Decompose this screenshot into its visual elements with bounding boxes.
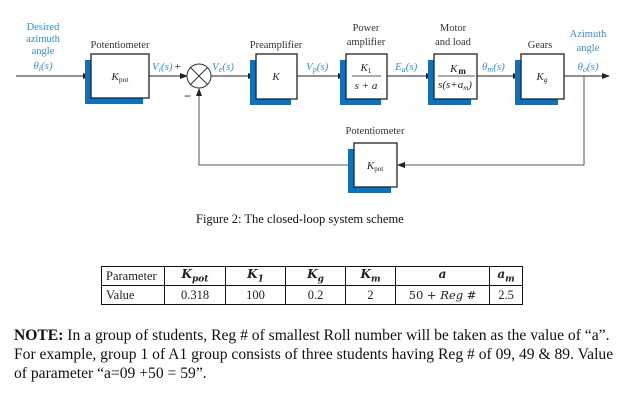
feedback-path-left bbox=[196, 88, 354, 166]
motor-and-load-block: Motor and load Km s(s+am) bbox=[428, 23, 478, 105]
motor-title-line-2: and load bbox=[435, 37, 472, 48]
feedback-potentiometer-title: Potentiometer bbox=[346, 126, 405, 137]
figure-caption: Figure 2: The closed-loop system scheme bbox=[196, 212, 404, 226]
motor-title-line-1: Motor bbox=[440, 23, 467, 34]
table-value-cell: 2 bbox=[345, 285, 396, 305]
ve-signal-label: Ve(s) bbox=[212, 61, 234, 74]
output-label-line-1: Azimuth bbox=[570, 29, 607, 40]
table-header-cell: Kg bbox=[285, 266, 346, 286]
output-signal-label: θo(s) bbox=[577, 61, 598, 74]
note-paragraph: NOTE: In a group of students, Reg # of s… bbox=[14, 326, 619, 383]
input-label: Desired azimuth angle θi(s) bbox=[26, 22, 61, 73]
note-label: NOTE: bbox=[14, 327, 64, 344]
table-value-cell: 2.5 bbox=[489, 285, 523, 305]
table-header-cell: Km bbox=[345, 266, 396, 286]
power-amplifier-title-line-2: amplifier bbox=[347, 37, 386, 48]
table-value-cell: 0.318 bbox=[164, 285, 226, 305]
gears-tf: Kg bbox=[535, 71, 547, 84]
summing-junction bbox=[186, 63, 212, 89]
preamplifier-block: Preamplifier K bbox=[250, 40, 303, 105]
block-box bbox=[255, 53, 298, 100]
gears-block: Gears Kg bbox=[515, 40, 565, 105]
parameters-table: Parameter Kpot K1 Kg Km a am Value 0.318… bbox=[101, 266, 523, 305]
block-box bbox=[353, 142, 398, 188]
feedback-path-right bbox=[397, 76, 585, 168]
gears-title: Gears bbox=[528, 40, 553, 51]
table-header-cell: a bbox=[395, 266, 490, 286]
output-label: Azimuth angle θo(s) bbox=[570, 29, 607, 74]
output-label-line-2: angle bbox=[577, 43, 600, 54]
table-value-cell: 100 bbox=[225, 285, 286, 305]
table-row-header: Parameter Kpot K1 Kg Km a am bbox=[101, 266, 523, 286]
input-label-line-1: Desired bbox=[27, 22, 60, 33]
minus-sign: − bbox=[184, 89, 191, 103]
power-amplifier-block: Power amplifier K1 s + a bbox=[340, 23, 388, 105]
table-header-cell: am bbox=[489, 266, 523, 286]
power-amplifier-title-line-1: Power bbox=[353, 23, 380, 34]
table-header-cell: K1 bbox=[225, 266, 286, 286]
feedback-potentiometer-block: Potentiometer Kpot bbox=[346, 126, 405, 193]
potentiometer-tf: Kpot bbox=[111, 71, 130, 84]
feedback-potentiometer-tf: Kpot bbox=[366, 160, 383, 173]
theta-m-signal-label: θm(s) bbox=[482, 61, 505, 74]
block-box bbox=[90, 53, 150, 99]
table-header-cell: Kpot bbox=[164, 266, 226, 286]
potentiometer-block: Potentiometer Kpot bbox=[85, 40, 150, 104]
input-signal-label: θi(s) bbox=[33, 60, 53, 73]
table-value-cell: 50 + Reg # bbox=[395, 285, 490, 305]
input-label-line-2: azimuth bbox=[26, 34, 61, 45]
preamplifier-title: Preamplifier bbox=[250, 40, 303, 51]
table-value-label: Value bbox=[101, 285, 165, 305]
table-header-label: Parameter bbox=[101, 266, 165, 286]
motor-denominator: s(s+am) bbox=[438, 79, 472, 92]
preamplifier-tf: K bbox=[271, 71, 280, 83]
vi-signal-label: Vi(s)+ bbox=[152, 61, 181, 74]
input-label-line-3: angle bbox=[32, 46, 55, 57]
note-text: In a group of students, Reg # of smalles… bbox=[14, 327, 614, 382]
table-value-cell: 0.2 bbox=[285, 285, 346, 305]
block-box bbox=[520, 53, 565, 100]
block-box bbox=[433, 53, 478, 100]
table-row-values: Value 0.318 100 0.2 2 50 + Reg # 2.5 bbox=[101, 285, 523, 305]
potentiometer-title: Potentiometer bbox=[91, 40, 150, 51]
block-diagram: Desired azimuth angle θi(s) Potentiomete… bbox=[16, 22, 610, 193]
block-box bbox=[345, 53, 388, 100]
power-amplifier-denominator: s + a bbox=[355, 80, 378, 92]
vp-signal-label: Vp(s) bbox=[306, 61, 329, 74]
motor-numerator: Km bbox=[449, 63, 466, 76]
power-amplifier-numerator: K1 bbox=[359, 62, 371, 75]
ea-signal-label: Ea(s) bbox=[394, 61, 418, 74]
